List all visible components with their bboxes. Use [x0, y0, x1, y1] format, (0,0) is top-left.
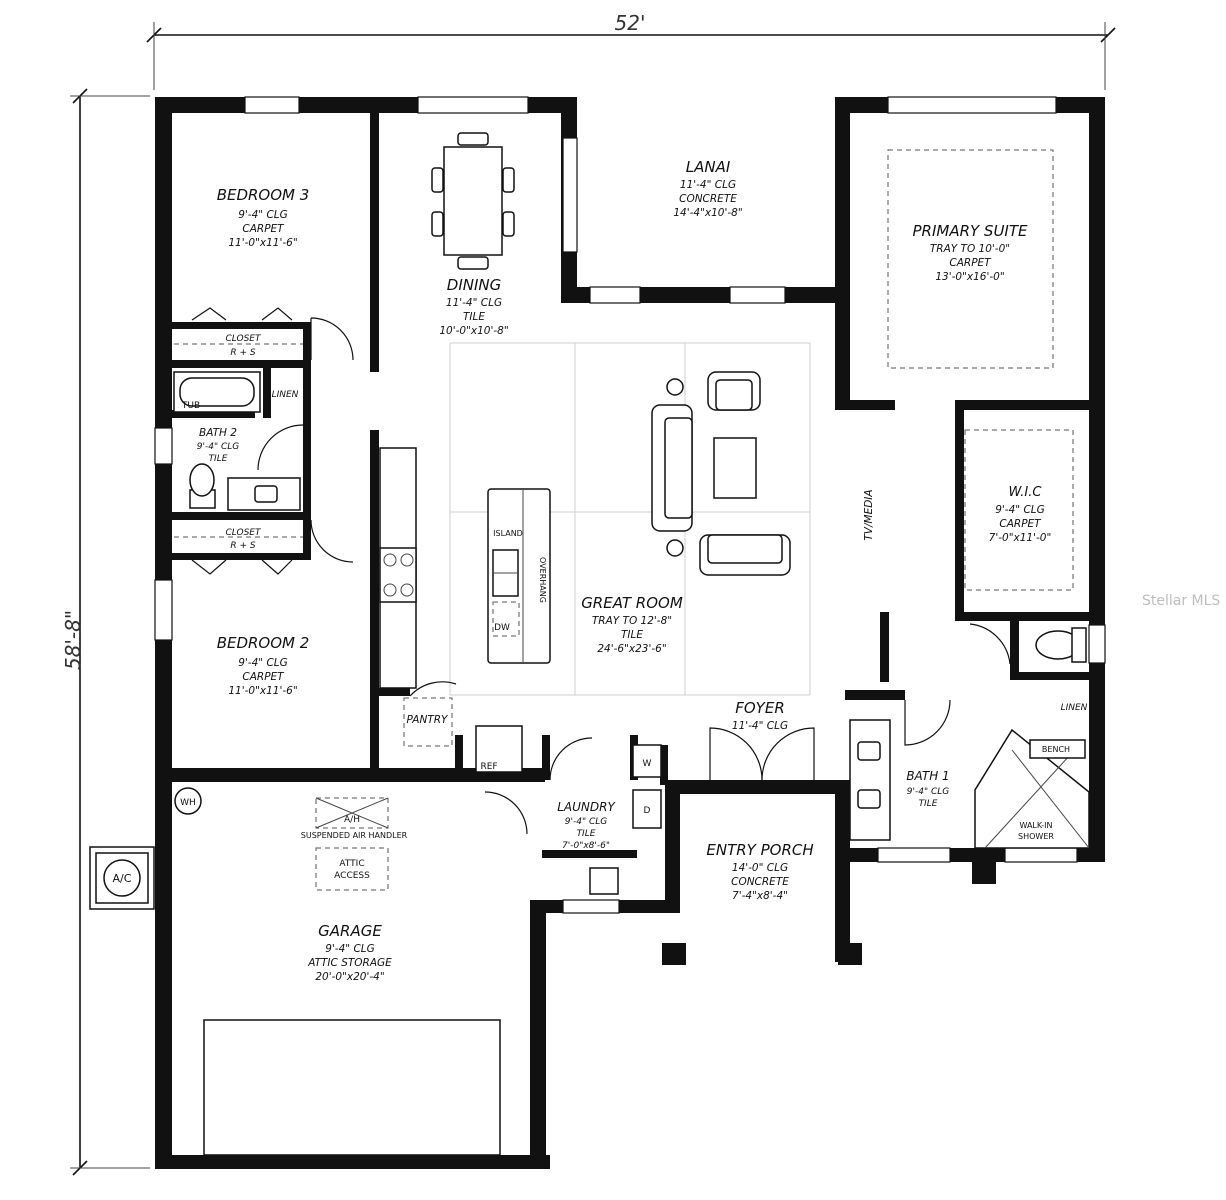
- garage-name: GARAGE: [318, 922, 382, 940]
- bedroom2-line1: 9'-4" CLG: [238, 657, 288, 669]
- shower-line2: SHOWER: [1018, 832, 1054, 841]
- ac-label: A/C: [113, 872, 132, 885]
- great-room-line2: TILE: [621, 629, 643, 641]
- closet-bottom-name: CLOSET: [225, 528, 262, 538]
- bath2-line1: 9'-4" CLG: [197, 442, 239, 452]
- wic-line3: 7'-0"x11'-0": [989, 532, 1052, 544]
- width-label: 52': [615, 11, 646, 35]
- great-room-line3: 24'-6"x23'-6": [597, 643, 666, 655]
- linen-left-label: LINEN: [272, 390, 299, 400]
- bath2-line2: TILE: [209, 454, 228, 464]
- shower-line1: WALK-IN: [1019, 821, 1052, 830]
- tvmedia-label: TV/MEDIA: [863, 489, 875, 540]
- primary-line1: TRAY TO 10'-0": [930, 243, 1010, 255]
- bedroom2-line2: CARPET: [242, 671, 285, 683]
- lanai-name: LANAI: [686, 158, 731, 176]
- dining-line2: TILE: [463, 311, 485, 323]
- fixtures: [89, 132, 1090, 1156]
- watermark: Stellar MLS: [1142, 593, 1220, 609]
- linen-right-label: LINEN: [1061, 703, 1088, 713]
- garage-line1: 9'-4" CLG: [325, 943, 375, 955]
- bedroom2-line3: 11'-0"x11'-6": [228, 685, 297, 697]
- foyer-name: FOYER: [735, 699, 785, 717]
- foyer-line1: 11'-4" CLG: [732, 720, 788, 732]
- water-heater-label: WH: [180, 798, 196, 808]
- ref-label: REF: [480, 762, 497, 772]
- garage-line3: 20'-0"x20'-4": [315, 971, 384, 983]
- primary-name: PRIMARY SUITE: [912, 222, 1028, 240]
- entry-porch-line2: CONCRETE: [731, 876, 789, 888]
- overhang-label: OVERHANG: [538, 557, 547, 603]
- lanai-line3: 14'-4"x10'-8": [673, 207, 742, 219]
- bedroom3-line1: 9'-4" CLG: [238, 209, 288, 221]
- entry-porch-name: ENTRY PORCH: [706, 841, 813, 859]
- bedroom3-name: BEDROOM 3: [217, 186, 310, 204]
- windows: [154, 96, 1106, 914]
- dimension-depth: 58'-8": [61, 88, 150, 1176]
- laundry-name: LAUNDRY: [557, 800, 616, 814]
- island-label: ISLAND: [493, 529, 523, 538]
- tub-label: TUB: [181, 401, 200, 411]
- attic-line2: ACCESS: [334, 871, 370, 881]
- garage-line2: ATTIC STORAGE: [307, 957, 392, 969]
- bench-label: BENCH: [1042, 745, 1070, 754]
- depth-label: 58'-8": [61, 610, 85, 670]
- doors: [191, 307, 1011, 835]
- primary-line3: 13'-0"x16'-0": [935, 271, 1004, 283]
- bath1-line1: 9'-4" CLG: [907, 787, 949, 797]
- laundry-line1: 9'-4" CLG: [565, 817, 607, 827]
- dining-name: DINING: [447, 276, 501, 294]
- interior-walls: [155, 110, 1105, 858]
- closet-top-line: R + S: [230, 348, 256, 358]
- wic-name: W.I.C: [1009, 485, 1043, 500]
- laundry-line2: TILE: [577, 829, 596, 839]
- closet-bottom-line: R + S: [230, 541, 256, 551]
- room-labels: BEDROOM 3 9'-4" CLG CARPET 11'-0"x11'-6"…: [113, 158, 1088, 983]
- great-room-line1: TRAY TO 12'-8": [592, 615, 672, 627]
- dw-label: DW: [494, 623, 510, 633]
- dimension-width: 52': [146, 11, 1116, 90]
- air-handler-label: A/H: [344, 815, 360, 825]
- entry-porch-line1: 14'-0" CLG: [732, 862, 788, 874]
- dryer-label: D: [644, 806, 651, 816]
- entry-porch-line3: 7'-4"x8'-4": [732, 890, 788, 902]
- bedroom3-line3: 11'-0"x11'-6": [228, 237, 297, 249]
- attic-line1: ATTIC: [339, 859, 364, 869]
- dining-line3: 10'-0"x10'-8": [439, 325, 508, 337]
- closet-top-name: CLOSET: [225, 334, 262, 344]
- laundry-line3: 7'-0"x8'-6": [562, 841, 610, 851]
- primary-line2: CARPET: [949, 257, 992, 269]
- air-handler-desc: SUSPENDED AIR HANDLER: [301, 831, 408, 840]
- bath2-name: BATH 2: [199, 427, 237, 439]
- wic-line2: CARPET: [999, 518, 1042, 530]
- great-room-name: GREAT ROOM: [581, 594, 683, 612]
- bath1-name: BATH 1: [906, 769, 949, 783]
- bedroom2-name: BEDROOM 2: [217, 634, 310, 652]
- dining-line1: 11'-4" CLG: [446, 297, 502, 309]
- wic-line1: 9'-4" CLG: [995, 504, 1045, 516]
- washer-label: W: [643, 759, 652, 769]
- pantry-label: PANTRY: [407, 714, 450, 726]
- lanai-line1: 11'-4" CLG: [680, 179, 736, 191]
- lanai-line2: CONCRETE: [679, 193, 737, 205]
- bedroom3-line2: CARPET: [242, 223, 285, 235]
- bath1-line2: TILE: [919, 799, 938, 809]
